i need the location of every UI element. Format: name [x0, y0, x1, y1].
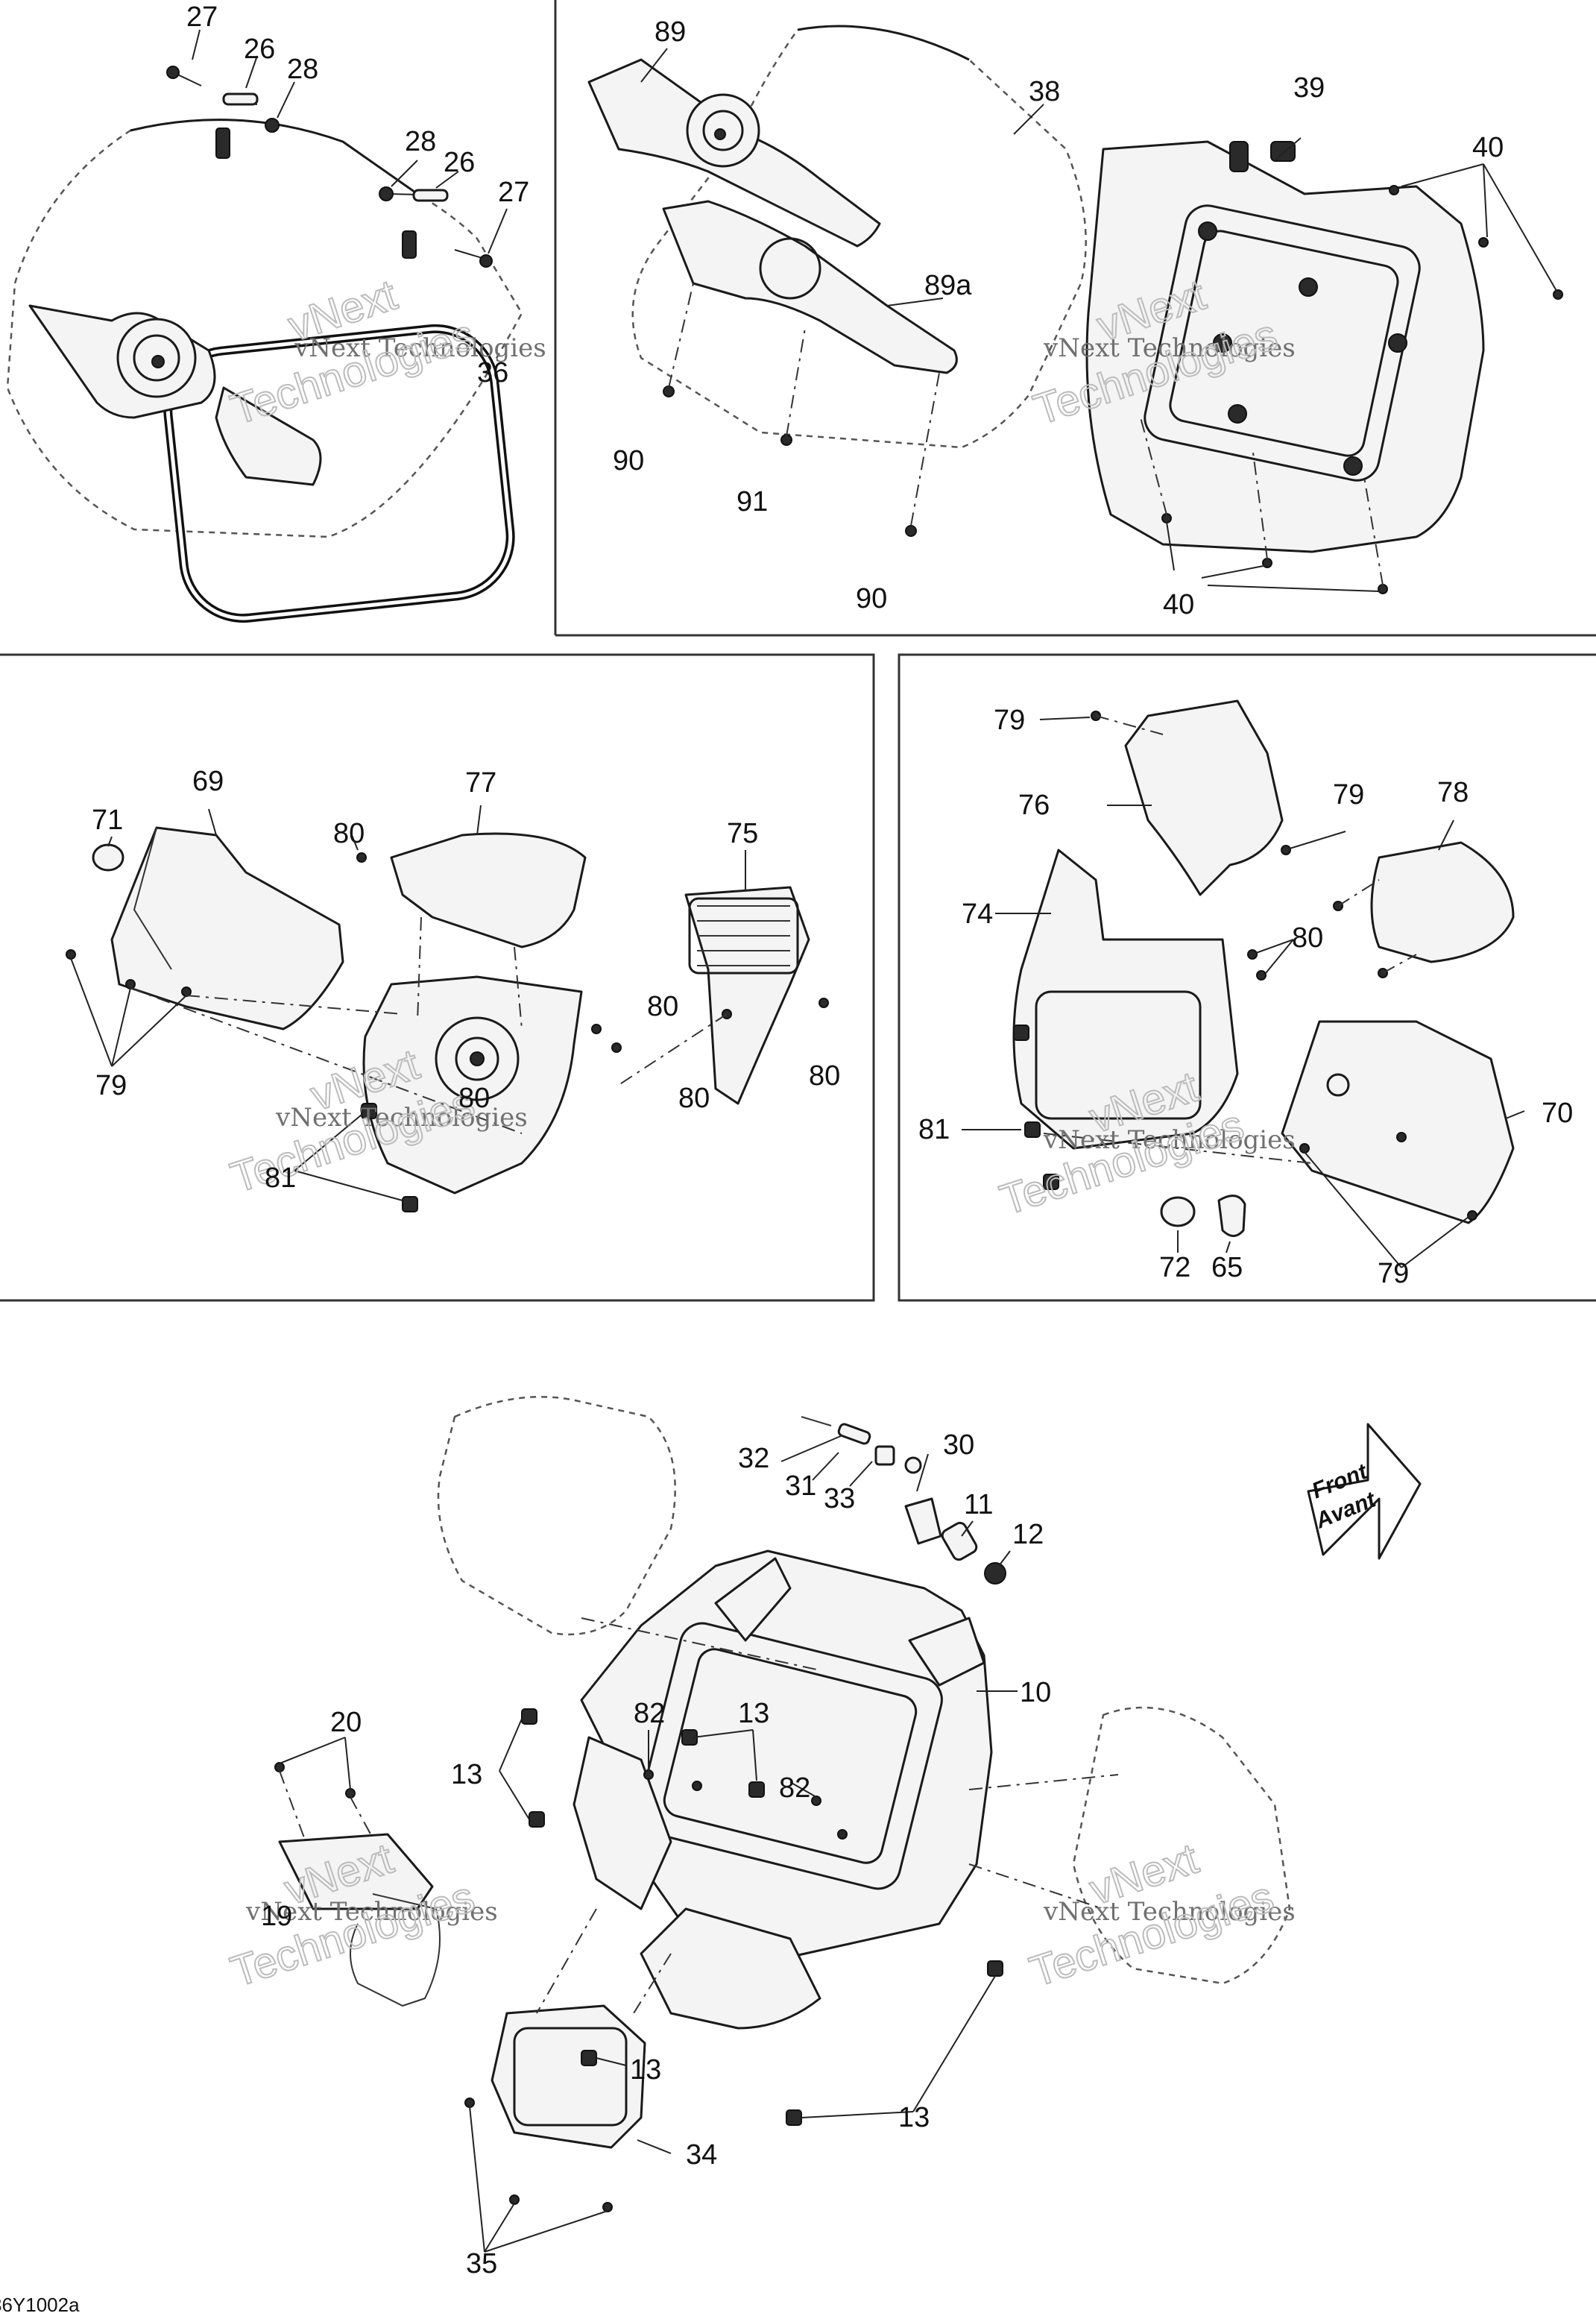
callout: 39: [1293, 72, 1325, 104]
callout: 28: [287, 54, 318, 85]
callout: 38: [1029, 76, 1060, 107]
callouts-inner-cover-left: 69 71 77 80 75 80 80 80 80 79 81: [92, 766, 840, 1194]
callout: 65: [1211, 1252, 1243, 1283]
callout: 74: [962, 899, 993, 930]
callout: 79: [1333, 779, 1364, 811]
callouts-windshield-right: 89 38 39 40 89a 90 91 90 40: [613, 16, 1504, 620]
callout: 90: [856, 583, 887, 614]
front-module-panel: [274, 1396, 1291, 2253]
callout: 78: [1437, 777, 1469, 808]
callout: 27: [186, 1, 218, 33]
callout: 13: [898, 2102, 930, 2133]
callout: 77: [465, 767, 496, 799]
callout: 12: [1012, 1519, 1044, 1550]
callout: 20: [330, 1707, 362, 1738]
callout: 80: [647, 991, 678, 1022]
callout: 81: [265, 1162, 296, 1194]
watermark-company: vNext Technologies: [1043, 1897, 1296, 1927]
callout: 13: [451, 1759, 482, 1790]
callout: 26: [444, 147, 475, 178]
watermark-company: vNext Technologies: [294, 333, 546, 363]
callout: 82: [634, 1698, 665, 1729]
callout: 71: [92, 805, 123, 836]
callout: 91: [737, 486, 768, 517]
panel-frames: [0, 0, 1596, 1302]
callout: 80: [678, 1083, 710, 1114]
callout: 79: [994, 705, 1025, 736]
watermark-company: vNext Technologies: [275, 1103, 528, 1133]
callout: 89: [655, 16, 686, 48]
callout: 31: [785, 1470, 816, 1502]
watermark-company: vNext Technologies: [245, 1897, 498, 1927]
watermark-company: vNext Technologies: [1043, 333, 1296, 363]
callout: 28: [405, 126, 436, 157]
callout: 13: [630, 2054, 661, 2086]
callout: 82: [779, 1772, 810, 1804]
callout: 90: [613, 445, 644, 476]
callout: 80: [458, 1083, 490, 1114]
callout: 11: [964, 1489, 993, 1520]
callout: 36: [477, 357, 508, 388]
callout: 13: [738, 1698, 769, 1729]
diagram-reference-code: 36Y1002a: [0, 2294, 80, 2316]
watermark-company: vNext Technologies: [1043, 1125, 1296, 1155]
callout: 32: [738, 1443, 769, 1474]
callouts-front-module: 32 31 33 30 11 12 10 20 82 13 13 82 19 1…: [261, 1429, 1051, 2279]
callout: 79: [1378, 1258, 1409, 1289]
callouts-inner-cover-right: 79 76 79 78 74 80 70 81 72 65 79: [918, 705, 1573, 1289]
callout: 30: [943, 1429, 974, 1461]
windshield-left-panel: [6, 29, 523, 623]
callout: 76: [1018, 790, 1050, 821]
callout: 69: [192, 766, 224, 797]
inner-cover-right-panel: [962, 699, 1525, 1268]
callout: 40: [1163, 589, 1194, 620]
callout: 89a: [924, 270, 972, 301]
callout: 19: [261, 1901, 292, 1932]
callout: 10: [1020, 1677, 1051, 1708]
windshield-right-panel: [587, 25, 1563, 594]
callout: 35: [466, 2248, 497, 2279]
callout: 80: [809, 1060, 840, 1092]
callout: 40: [1472, 132, 1504, 163]
callouts-windshield-left: 27 26 28 28 26 27 36: [186, 1, 529, 388]
callout: 33: [824, 1483, 855, 1514]
front-direction-indicator: Front Avant: [1307, 1423, 1422, 1560]
callout: 26: [244, 34, 275, 65]
callout: 79: [95, 1070, 127, 1101]
callout: 75: [727, 818, 758, 849]
callout: 80: [1292, 922, 1323, 954]
callout: 81: [918, 1114, 950, 1145]
callout: 70: [1542, 1098, 1573, 1129]
callout: 27: [498, 177, 529, 208]
callout: 34: [686, 2139, 717, 2171]
callout: 72: [1159, 1252, 1190, 1283]
inner-cover-left-panel: [66, 805, 829, 1212]
callout: 80: [333, 818, 365, 849]
